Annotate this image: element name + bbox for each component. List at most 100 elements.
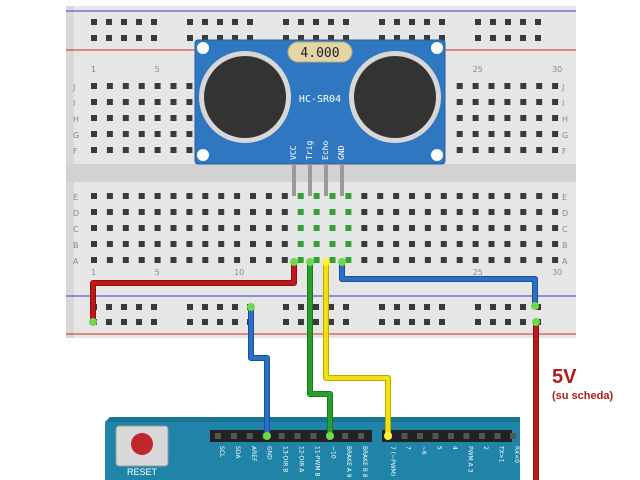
row-letter: F [73, 147, 78, 156]
row-letter: C [562, 225, 568, 234]
row-letter: B [562, 241, 568, 250]
breadboard-hole [154, 241, 161, 247]
breadboard-hole [393, 225, 400, 231]
breadboard-hole [394, 19, 400, 25]
breadboard-hole [520, 35, 526, 41]
breadboard-hole [536, 209, 543, 215]
breadboard-hole [218, 209, 225, 215]
breadboard-hole [202, 257, 209, 263]
breadboard-hole [187, 304, 193, 310]
breadboard-hole [91, 241, 97, 247]
breadboard-hole [313, 193, 320, 199]
supply-note: (su scheda) [552, 390, 614, 402]
breadboard-hole [472, 147, 479, 153]
breadboard-hole [456, 193, 463, 199]
breadboard-hole [552, 257, 559, 263]
breadboard-hole [329, 257, 336, 263]
breadboard-hole [106, 35, 112, 41]
breadboard-hole [409, 319, 415, 325]
row-letter: J [561, 83, 564, 92]
breadboard-hole [232, 319, 238, 325]
breadboard-hole [297, 241, 304, 247]
breadboard-hole [106, 19, 112, 25]
breadboard-hole [456, 83, 463, 89]
breadboard-hole [536, 99, 543, 105]
breadboard-hole [472, 241, 479, 247]
breadboard-hole [536, 115, 543, 121]
breadboard-hole [535, 19, 541, 25]
breadboard-hole [186, 193, 193, 199]
breadboard-hole [121, 19, 127, 25]
breadboard-hole [520, 209, 527, 215]
breadboard-hole [472, 131, 479, 137]
breadboard-hole [504, 193, 511, 199]
header-pin-label: 7 [405, 446, 412, 450]
breadboard-hole [154, 147, 161, 153]
breadboard-hole [217, 304, 223, 310]
breadboard-hole [536, 225, 543, 231]
reset-button[interactable] [115, 425, 169, 467]
row-letter: D [562, 209, 568, 218]
breadboard-hole [91, 193, 97, 199]
breadboard-hole [91, 209, 97, 215]
breadboard-hole [170, 99, 177, 105]
breadboard-hole [106, 99, 113, 105]
breadboard-hole [170, 257, 177, 263]
breadboard-hole [345, 225, 352, 231]
breadboard-hole [377, 225, 384, 231]
breadboard-hole [297, 209, 304, 215]
breadboard-hole [202, 35, 208, 41]
breadboard-hole [122, 147, 129, 153]
breadboard-hole [536, 147, 543, 153]
breadboard-hole [488, 115, 495, 121]
column-number: 30 [552, 268, 562, 277]
breadboard-hole [440, 241, 447, 247]
breadboard-hole [475, 19, 481, 25]
breadboard-hole [250, 209, 256, 215]
breadboard-hole [170, 131, 177, 137]
column-number: 5 [155, 268, 160, 277]
breadboard-hole [170, 225, 177, 231]
breadboard-hole [138, 147, 145, 153]
left-transducer [199, 51, 291, 143]
breadboard-hole [393, 257, 400, 263]
breadboard-hole [186, 147, 193, 153]
header-pin-label: BRAKE A 9 [345, 446, 352, 478]
breadboard-hole [298, 35, 304, 41]
column-number: 25 [473, 268, 483, 277]
breadboard-hole [488, 257, 495, 263]
breadboard-hole [520, 257, 527, 263]
breadboard-hole [217, 319, 223, 325]
breadboard-hole [488, 241, 495, 247]
breadboard-hole [151, 319, 157, 325]
breadboard-hole [170, 115, 177, 121]
breadboard-hole [154, 257, 161, 263]
breadboard-hole [313, 35, 319, 41]
breadboard-hole [202, 19, 208, 25]
breadboard-hole [138, 131, 145, 137]
row-letter: F [562, 147, 567, 156]
breadboard-hole [138, 257, 145, 263]
breadboard-hole [298, 304, 304, 310]
breadboard-hole [379, 35, 385, 41]
breadboard-hole [377, 209, 384, 215]
supply-label: 5V [552, 366, 577, 388]
breadboard-hole [106, 83, 113, 89]
breadboard-hole [121, 319, 127, 325]
breadboard-hole [297, 257, 304, 263]
breadboard-hole [379, 304, 385, 310]
breadboard-hole [488, 209, 495, 215]
breadboard-hole [424, 319, 430, 325]
breadboard-hole [343, 319, 349, 325]
breadboard-hole [122, 241, 129, 247]
breadboard-hole [329, 225, 336, 231]
column-number: 1 [91, 65, 96, 74]
crystal-label: 4.000 [300, 46, 339, 61]
breadboard-hole [122, 99, 129, 105]
breadboard-hole [472, 193, 479, 199]
header-pin [342, 433, 349, 439]
breadboard-hole [106, 209, 113, 215]
header-pin [401, 433, 408, 439]
